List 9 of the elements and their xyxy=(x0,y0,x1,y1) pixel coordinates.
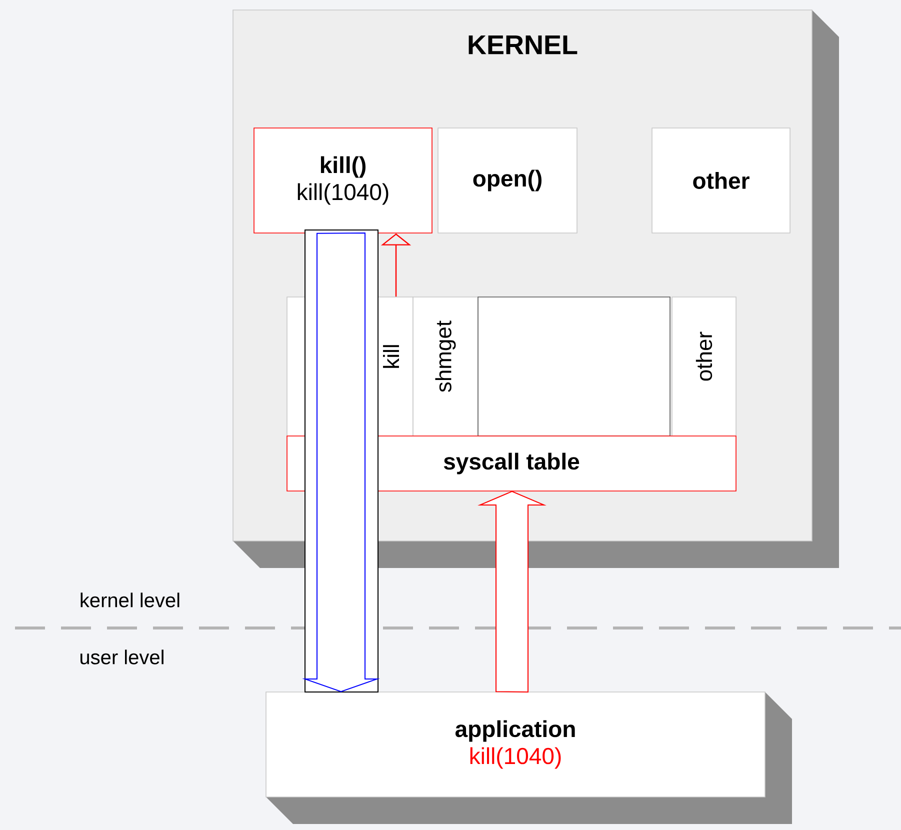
function-box: other xyxy=(652,128,790,234)
level-label: kernel level xyxy=(80,592,180,608)
function-box: open() xyxy=(438,128,578,234)
function-box: kill() kill(1040) xyxy=(254,128,432,234)
table-cell: other xyxy=(672,296,736,436)
application-box: application kill(1040) xyxy=(266,692,792,824)
level-label: user level xyxy=(80,650,164,664)
table-cell: shmget xyxy=(412,296,478,436)
arrow xyxy=(302,232,380,692)
